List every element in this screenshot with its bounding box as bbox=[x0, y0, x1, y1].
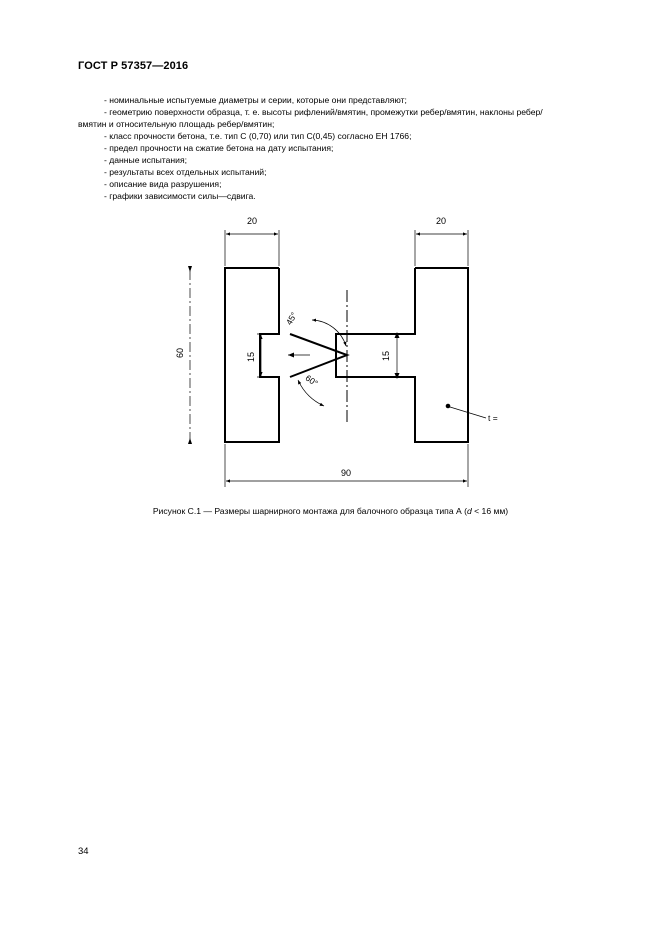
list-item: - номинальные испытуемые диаметры и сери… bbox=[104, 95, 407, 105]
figure-caption: Рисунок С.1 — Размеры шарнирного монтажа… bbox=[0, 506, 661, 516]
list-item-continuation: вмятин и относительную площадь ребер/вмя… bbox=[78, 119, 275, 129]
label-right-width: 20 bbox=[436, 216, 446, 226]
document-header: ГОСТ Р 57357—2016 bbox=[78, 60, 189, 72]
thickness-dot bbox=[445, 403, 451, 409]
technical-drawing: 20 20 60 15 15 45° 60° 90 t = 100 bbox=[160, 210, 500, 495]
list-item: - описание вида разрушения; bbox=[104, 179, 222, 189]
list-item: - геометрию поверхности образца, т. е. в… bbox=[104, 107, 543, 117]
list-item: - данные испытания; bbox=[104, 155, 188, 165]
label-total-width: 90 bbox=[341, 468, 351, 478]
list-item: - предел прочности на сжатие бетона на д… bbox=[104, 143, 334, 153]
list-item: - класс прочности бетона, т.е. тип С (0,… bbox=[104, 131, 412, 141]
caption-prefix: Рисунок С.1 — Размеры шарнирного монтажа… bbox=[152, 506, 467, 516]
caption-suffix: < 16 мм) bbox=[471, 506, 509, 516]
list-item: - результаты всех отдельных испытаний; bbox=[104, 167, 267, 177]
knife-edge bbox=[289, 333, 350, 378]
angle-arc-45 bbox=[311, 318, 347, 347]
label-left-width: 20 bbox=[247, 216, 257, 226]
label-angle-top: 45° bbox=[284, 310, 299, 326]
caption-variable: d bbox=[466, 506, 472, 516]
right-block-outline bbox=[335, 267, 469, 443]
label-angle-bottom: 60° bbox=[304, 373, 320, 389]
list-item: - графики зависимости силы—сдвига. bbox=[104, 191, 256, 201]
drawing-svg: 20 20 60 15 15 45° 60° 90 t = 100 bbox=[175, 216, 500, 487]
label-inner-right: 15 bbox=[381, 351, 391, 361]
label-inner-left: 15 bbox=[246, 352, 256, 362]
angle-arc-60 bbox=[297, 379, 325, 407]
label-height: 60 bbox=[175, 348, 185, 358]
page-number: 34 bbox=[78, 846, 89, 857]
label-thickness: t = 100 bbox=[488, 413, 500, 423]
requirements-list: - номинальные испытуемые диаметры и сери… bbox=[78, 94, 623, 202]
